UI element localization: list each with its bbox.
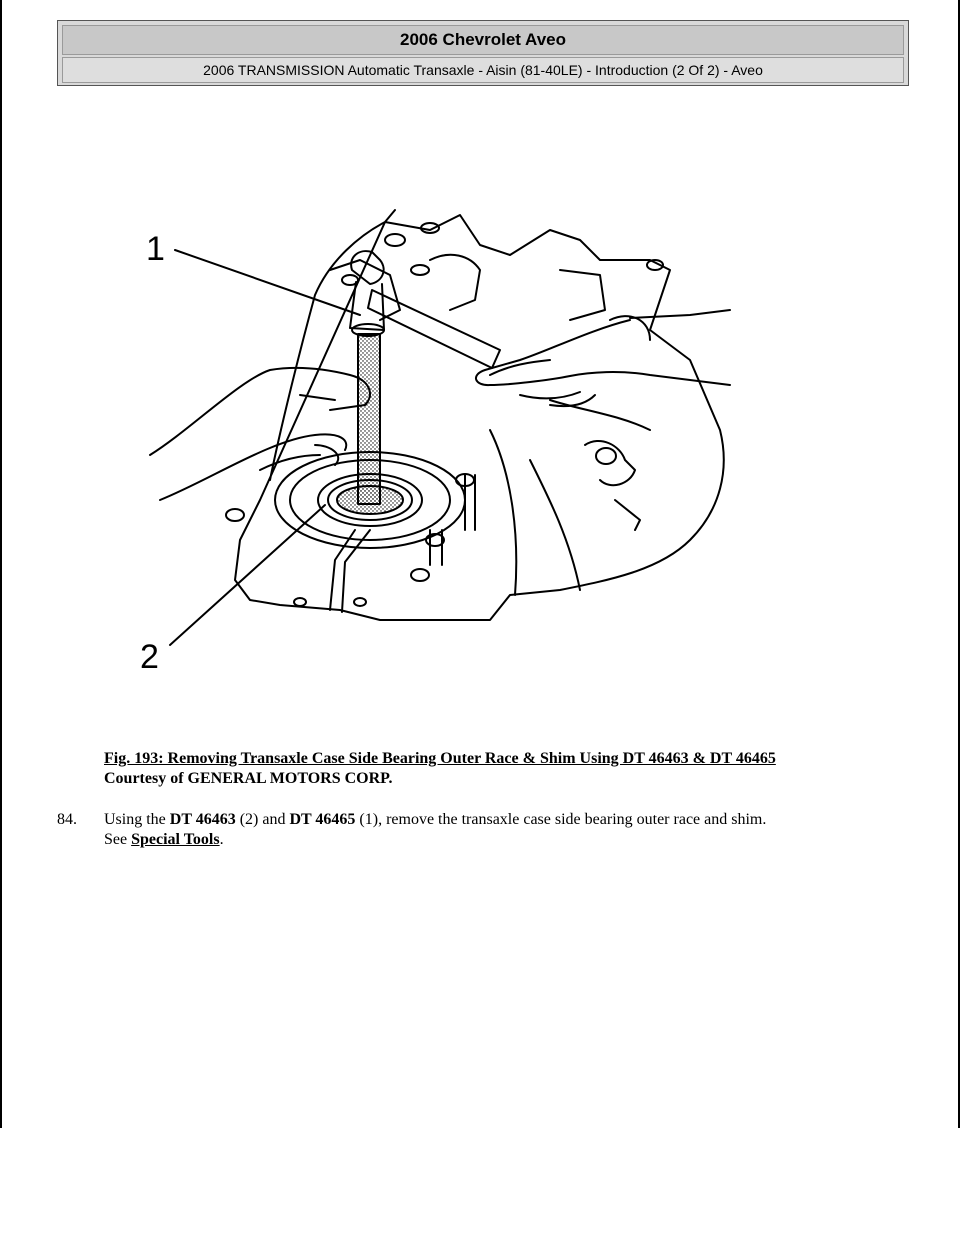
callout-2: 2 [140,638,159,670]
step-text-5: . [219,831,224,848]
illustration-drawing: 1 2 [140,209,731,676]
procedure-step: 84. Using the DT 46463 (2) and DT 46465 … [57,810,917,850]
step-text-2: (2) and [235,811,290,828]
step-text-3: (1), remove the transaxle case side bear… [355,811,767,828]
figure-courtesy: Courtesy of GENERAL MOTORS CORP. [104,770,393,787]
header-title: 2006 Chevrolet Aveo [62,25,904,55]
page-border-left [0,0,2,1128]
tool-dt46463: DT 46463 [169,811,236,828]
header-subtitle: 2006 TRANSMISSION Automatic Transaxle - … [62,57,904,83]
step-text-1: Using the [104,811,170,828]
figure-title-link[interactable]: Fig. 193: Removing Transaxle Case Side B… [104,750,776,767]
page-border-right [958,0,960,1128]
tool-dt46465: DT 46465 [289,811,356,828]
transaxle-illustration: 1 2 [130,200,740,676]
step-text-4: See [104,831,132,848]
step-number: 84. [57,811,77,828]
callout-1: 1 [146,230,165,268]
step-text: Using the DT 46463 (2) and DT 46465 (1),… [104,810,917,850]
document-header: 2006 Chevrolet Aveo 2006 TRANSMISSION Au… [57,20,909,86]
figure-caption: Fig. 193: Removing Transaxle Case Side B… [104,749,776,789]
special-tools-link[interactable]: Special Tools [131,831,220,848]
